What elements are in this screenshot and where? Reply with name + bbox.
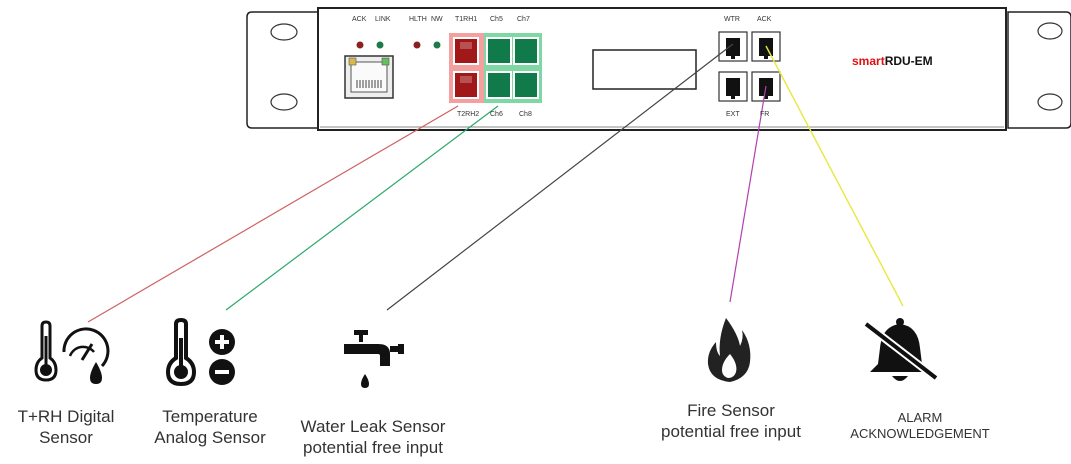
- label-t2rh2: T2RH2: [457, 111, 480, 118]
- led-hlth: [413, 41, 421, 49]
- sensor-water-line1: Water Leak Sensor: [300, 417, 446, 436]
- left-rack-ear: [246, 11, 319, 129]
- trh-port-group: [449, 33, 484, 103]
- label-hlth: HLTH: [409, 16, 427, 23]
- brand-prefix: smart: [852, 54, 885, 68]
- sensor-alarm-line2: ACKNOWLEDGEMENT: [850, 426, 990, 442]
- label-fr: FR: [760, 111, 770, 118]
- sensor-label-water: Water Leak Sensor potential free input: [282, 416, 464, 459]
- sensor-trh-line1: T+RH Digital: [17, 407, 115, 426]
- connector-line-trh: [87, 105, 459, 323]
- label-nw: NW: [431, 16, 443, 23]
- sensor-label-alarm: ALARM ACKNOWLEDGEMENT: [820, 410, 1020, 443]
- connector-line-fire: [729, 85, 767, 303]
- led-nw: [433, 41, 441, 49]
- label-ch6: Ch6: [490, 111, 503, 118]
- ethernet-port[interactable]: [344, 55, 394, 99]
- port-t1rh1[interactable]: [453, 37, 479, 65]
- sensor-water-line2: potential free input: [303, 438, 443, 458]
- label-ch7: Ch7: [517, 16, 530, 23]
- label-ack-input: ACK: [757, 16, 772, 23]
- port-ch8[interactable]: [513, 71, 539, 99]
- sensor-label-fire: Fire Sensor potential free input: [640, 400, 822, 443]
- sensor-fire-line2: potential free input: [661, 422, 801, 442]
- label-t1rh1: T1RH1: [455, 16, 478, 23]
- label-ack: ACK: [352, 16, 367, 23]
- port-ch7[interactable]: [513, 37, 539, 65]
- connector-line-water: [386, 43, 734, 311]
- label-ch8: Ch8: [519, 111, 532, 118]
- label-ch5: Ch5: [490, 16, 503, 23]
- brand-model: RDU-EM: [884, 54, 933, 68]
- flame-icon: [707, 318, 751, 382]
- led-link: [376, 41, 384, 49]
- right-rack-ear: [1007, 11, 1071, 129]
- analog-port-group: [484, 33, 542, 103]
- sensor-trh-line2: Sensor: [39, 428, 93, 448]
- sensor-temp-line2: Analog Sensor: [154, 428, 266, 448]
- label-link: LINK: [375, 16, 391, 23]
- connector-line-alarm: [765, 45, 904, 307]
- connector-line-temp: [225, 105, 499, 311]
- label-ext: EXT: [726, 111, 740, 118]
- sensor-label-temp: Temperature Analog Sensor: [140, 406, 280, 449]
- thermometer-gauge-icon: [34, 320, 110, 384]
- led-ack: [356, 41, 364, 49]
- device-brand: smartRDU-EM: [852, 54, 933, 68]
- faucet-icon: [344, 330, 404, 388]
- lcd-display: [592, 49, 697, 90]
- label-wtr: WTR: [724, 16, 740, 23]
- port-ch6[interactable]: [486, 71, 512, 99]
- sensor-label-trh: T+RH Digital Sensor: [0, 406, 132, 449]
- sensor-temp-line1: Temperature: [162, 407, 258, 426]
- sensor-alarm-line1: ALARM: [897, 410, 943, 425]
- port-ch5[interactable]: [486, 37, 512, 65]
- sensor-fire-line1: Fire Sensor: [687, 401, 775, 420]
- thermometer-plus-minus-icon: [165, 317, 235, 387]
- bell-off-icon: [863, 318, 939, 382]
- port-t2rh2[interactable]: [453, 71, 479, 99]
